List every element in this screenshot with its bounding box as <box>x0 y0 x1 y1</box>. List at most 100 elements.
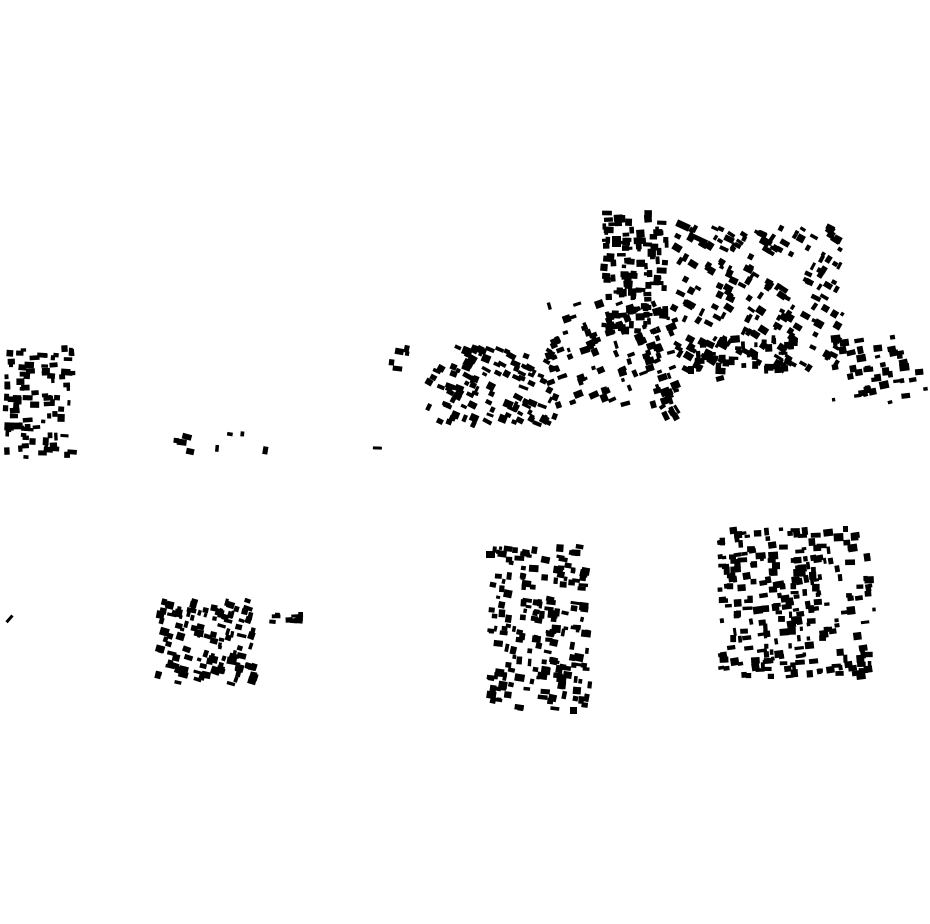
building <box>37 352 48 358</box>
building <box>499 630 508 636</box>
building <box>649 234 658 240</box>
building <box>50 355 56 361</box>
building <box>779 238 791 248</box>
building <box>432 367 442 375</box>
building <box>247 611 254 621</box>
building <box>636 259 646 267</box>
building <box>460 345 474 357</box>
building <box>175 631 186 642</box>
building <box>864 590 872 597</box>
building <box>226 431 233 437</box>
building <box>723 566 730 575</box>
building <box>649 327 658 335</box>
building <box>649 400 657 409</box>
building <box>572 686 582 695</box>
building <box>572 301 582 307</box>
building <box>908 377 917 383</box>
building <box>247 631 256 641</box>
building <box>752 605 764 615</box>
building <box>551 392 560 402</box>
building <box>502 398 514 410</box>
building <box>29 355 40 361</box>
building <box>803 574 810 584</box>
building <box>603 226 614 234</box>
building <box>631 369 639 378</box>
building <box>164 601 170 609</box>
building <box>587 681 593 689</box>
building <box>775 314 782 322</box>
building <box>544 666 551 676</box>
building <box>618 312 628 318</box>
building <box>745 672 752 679</box>
building <box>657 230 664 236</box>
building <box>815 554 824 562</box>
building <box>600 386 609 395</box>
building <box>667 393 674 399</box>
building <box>786 326 795 336</box>
building <box>625 317 630 322</box>
building <box>511 625 517 633</box>
building <box>633 237 643 245</box>
building <box>810 293 822 303</box>
building <box>668 364 677 371</box>
building <box>737 557 748 563</box>
building <box>718 340 727 347</box>
building <box>581 702 589 708</box>
building <box>553 577 559 585</box>
building <box>817 254 826 264</box>
building <box>509 645 518 655</box>
building <box>541 659 547 665</box>
building <box>526 554 532 558</box>
building <box>806 636 811 641</box>
building <box>735 238 744 246</box>
building <box>544 351 554 361</box>
cluster-single-building <box>372 446 382 450</box>
building <box>733 565 742 573</box>
building <box>834 622 840 628</box>
cluster-south-central-village <box>486 543 593 712</box>
building <box>796 610 805 618</box>
building <box>507 667 516 673</box>
building <box>717 652 724 658</box>
building <box>753 272 760 279</box>
building <box>795 653 805 659</box>
building <box>497 413 508 424</box>
large-building <box>675 219 691 232</box>
building <box>718 354 726 362</box>
building <box>695 358 705 365</box>
building <box>605 236 611 244</box>
building <box>392 365 403 372</box>
building <box>726 265 733 273</box>
building <box>785 600 795 606</box>
building <box>588 390 600 400</box>
building <box>824 602 830 607</box>
building <box>666 349 676 356</box>
building <box>774 580 785 589</box>
building <box>546 302 552 311</box>
building <box>4 422 15 431</box>
building <box>41 393 49 398</box>
building <box>538 610 545 619</box>
building <box>704 240 715 252</box>
building <box>575 626 580 633</box>
building <box>730 558 739 564</box>
building <box>23 455 29 459</box>
building <box>719 537 726 546</box>
building <box>760 662 765 669</box>
building <box>728 359 735 366</box>
building <box>749 562 755 568</box>
building <box>578 583 589 588</box>
building <box>532 599 538 606</box>
building <box>691 224 699 234</box>
building <box>573 675 578 683</box>
building <box>445 388 455 397</box>
building <box>626 277 632 281</box>
building <box>830 279 838 286</box>
building <box>626 351 636 358</box>
building <box>795 549 805 554</box>
building <box>529 584 536 590</box>
building <box>560 628 566 637</box>
building <box>64 451 71 458</box>
building <box>817 574 823 581</box>
building <box>519 614 526 621</box>
